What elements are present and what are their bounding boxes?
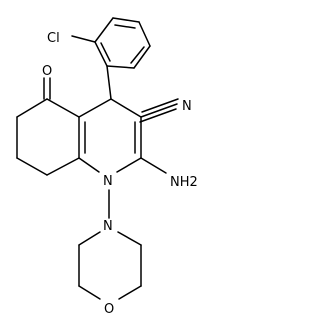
atom-label-morph-n: N [103,219,113,234]
bond [78,231,101,246]
bond-c2-nh2 [140,157,167,174]
atom-label-ring-n: N [103,174,113,189]
bond [94,41,108,67]
bond [138,21,151,47]
bond-nitrile-3 [139,108,177,123]
atom-label-nh2: NH2 [170,175,198,190]
bond [130,46,145,64]
bond-nitrile-2 [141,98,179,113]
bond [110,98,142,118]
cyclohexanone-ring [16,98,80,176]
bond [46,98,80,118]
bond [112,17,140,23]
chlorophenyl-ring [94,17,151,69]
bond [106,65,135,69]
bond [117,231,142,246]
morpholine-ring [78,231,142,300]
dihydropyridine-ring [78,98,142,173]
atom-label-morph-o: O [104,302,114,317]
bond [46,157,80,176]
bond [16,98,48,118]
bond [78,157,100,173]
bond [116,157,142,173]
bond-nitrile-1 [140,103,178,118]
bond [16,157,48,176]
atom-label-cl: Cl [47,31,60,46]
bond [78,285,101,300]
bond [114,24,136,29]
bond [94,17,114,43]
molecule-structure: Cl N NH2 N O N [16,17,198,317]
bond-ring-cl [71,35,96,43]
atom-label-keto-o: O [42,64,52,79]
bond-phenyl-c4 [106,65,112,100]
bond [100,42,111,62]
bond [118,285,142,300]
bond [78,98,112,118]
atom-label-nitrile-n: N [182,99,192,114]
bond [133,45,151,69]
